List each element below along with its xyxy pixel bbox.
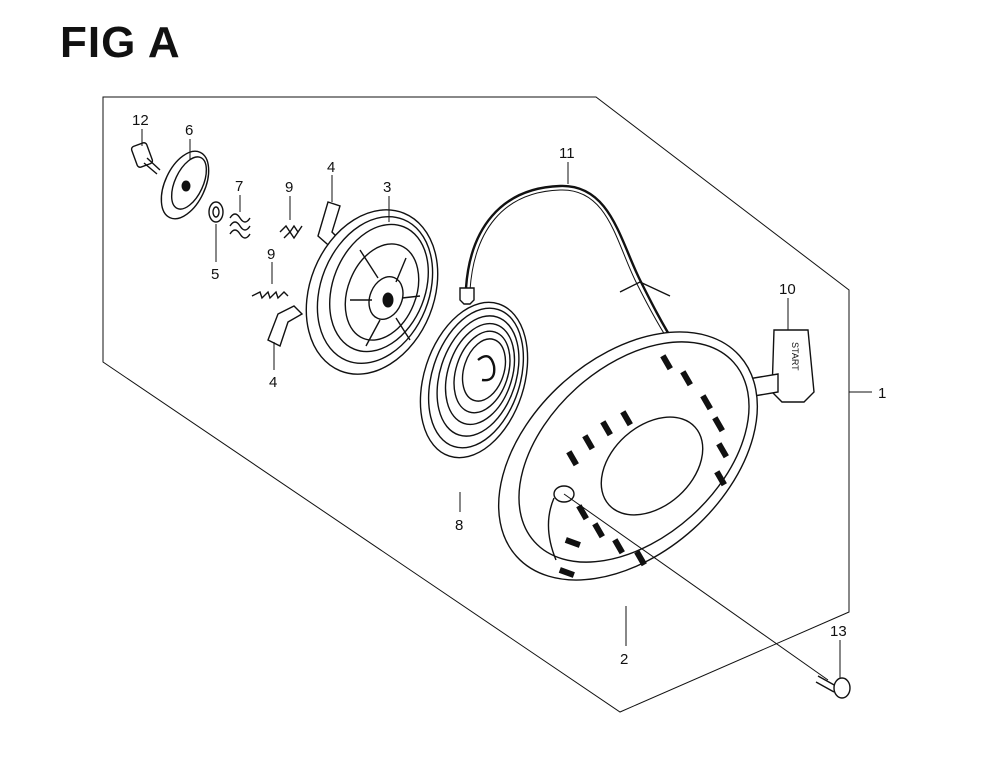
grip-start-text: START [790, 342, 800, 371]
callout-4-lower: 4 [269, 374, 277, 391]
callout-9-upper: 9 [285, 179, 293, 196]
callout-3: 3 [383, 179, 391, 196]
part-12-bolt [130, 129, 161, 175]
callout-4-upper: 4 [327, 159, 335, 176]
part-13-screw [563, 493, 851, 699]
part-7-spring [229, 195, 251, 239]
callout-8: 8 [455, 517, 463, 534]
part-6-friction-plate [160, 139, 210, 220]
callout-11: 11 [559, 145, 575, 162]
callout-13: 13 [830, 623, 847, 640]
part-2-starter-case [497, 281, 759, 646]
figure-title: FIG A [60, 18, 181, 67]
callout-7: 7 [235, 178, 243, 195]
callout-5: 5 [211, 266, 219, 283]
part-5-washer [208, 201, 224, 262]
callout-12: 12 [132, 112, 149, 129]
callout-6: 6 [185, 122, 193, 139]
callout-9-lower: 9 [267, 246, 275, 263]
callout-10: 10 [779, 281, 796, 298]
part-3-reel [305, 196, 439, 375]
part-9-lower-spring [251, 262, 289, 300]
part-4-lower-pawl [267, 305, 304, 370]
callout-2: 2 [620, 651, 628, 668]
part-9-upper-spring [279, 196, 303, 240]
callout-1: 1 [878, 385, 886, 402]
assembly-boundary [102, 96, 850, 713]
part-8-recoil-spring [419, 301, 529, 512]
